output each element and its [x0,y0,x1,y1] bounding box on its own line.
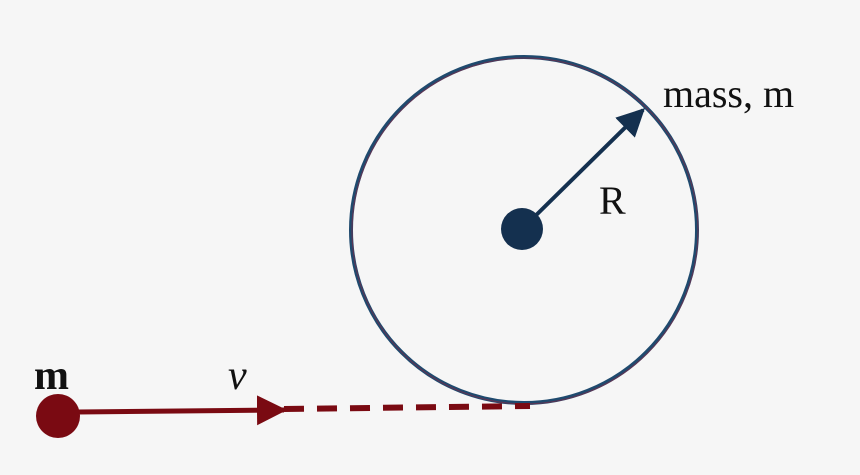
ring-circle [349,55,699,405]
velocity-arrow [77,395,287,426]
particle-dot [36,394,80,438]
radius-label: R [599,178,626,223]
ring-mass-label: mass, m [663,71,795,116]
velocity-label: v [228,353,247,399]
radius-arrow [520,108,645,231]
trajectory-dashed-line [283,403,531,412]
center-dot [501,208,543,250]
particle-mass-label: m [34,353,69,399]
